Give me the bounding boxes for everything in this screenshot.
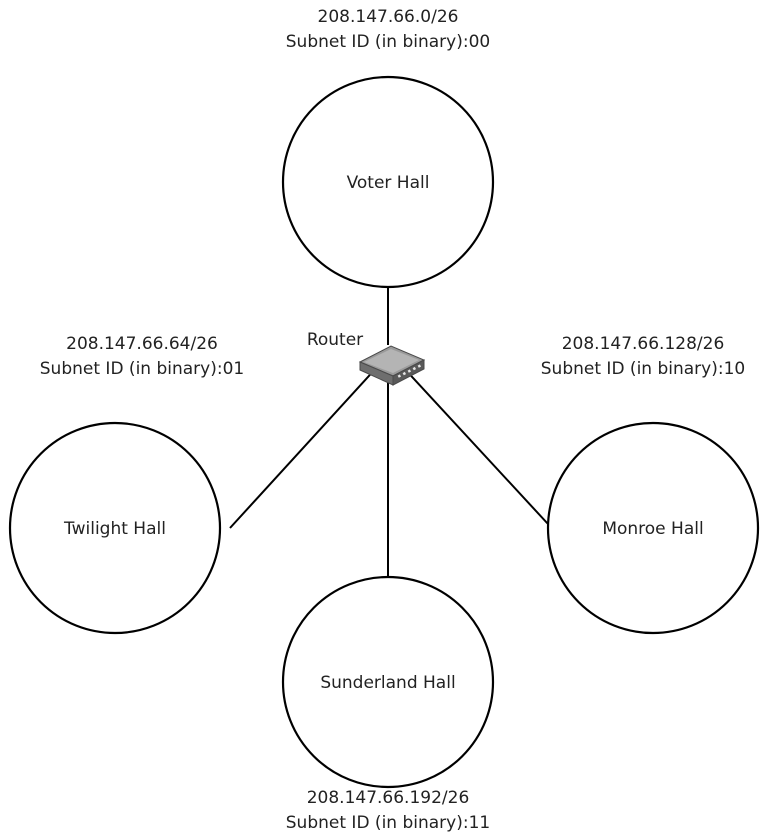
sunderland-network-label: 208.147.66.192/26 (307, 788, 470, 808)
router-label: Router (307, 330, 363, 350)
voter-subnet-id-label: Subnet ID (in binary):00 (286, 32, 490, 52)
voter-hall-label: Voter Hall (347, 173, 430, 193)
monroe-hall-label: Monroe Hall (602, 519, 703, 539)
link-monroe (401, 365, 549, 525)
sunderland-subnet-id-label: Subnet ID (in binary):11 (286, 813, 490, 833)
sunderland-hall-label: Sunderland Hall (320, 673, 455, 693)
links (229, 287, 549, 577)
monroe-subnet-id-label: Subnet ID (in binary):10 (541, 359, 745, 379)
twilight-subnet-id-label: Subnet ID (in binary):01 (40, 359, 244, 379)
monroe-hall-node (546, 421, 760, 635)
twilight-hall-node (8, 421, 222, 635)
sunderland-hall-node (281, 575, 495, 789)
twilight-network-label: 208.147.66.64/26 (66, 334, 218, 354)
router-icon (358, 345, 426, 386)
monroe-network-label: 208.147.66.128/26 (562, 334, 725, 354)
voter-network-label: 208.147.66.0/26 (318, 7, 459, 27)
link-twilight (229, 365, 379, 529)
twilight-hall-label: Twilight Hall (63, 519, 166, 539)
voter-hall-node (281, 75, 495, 289)
